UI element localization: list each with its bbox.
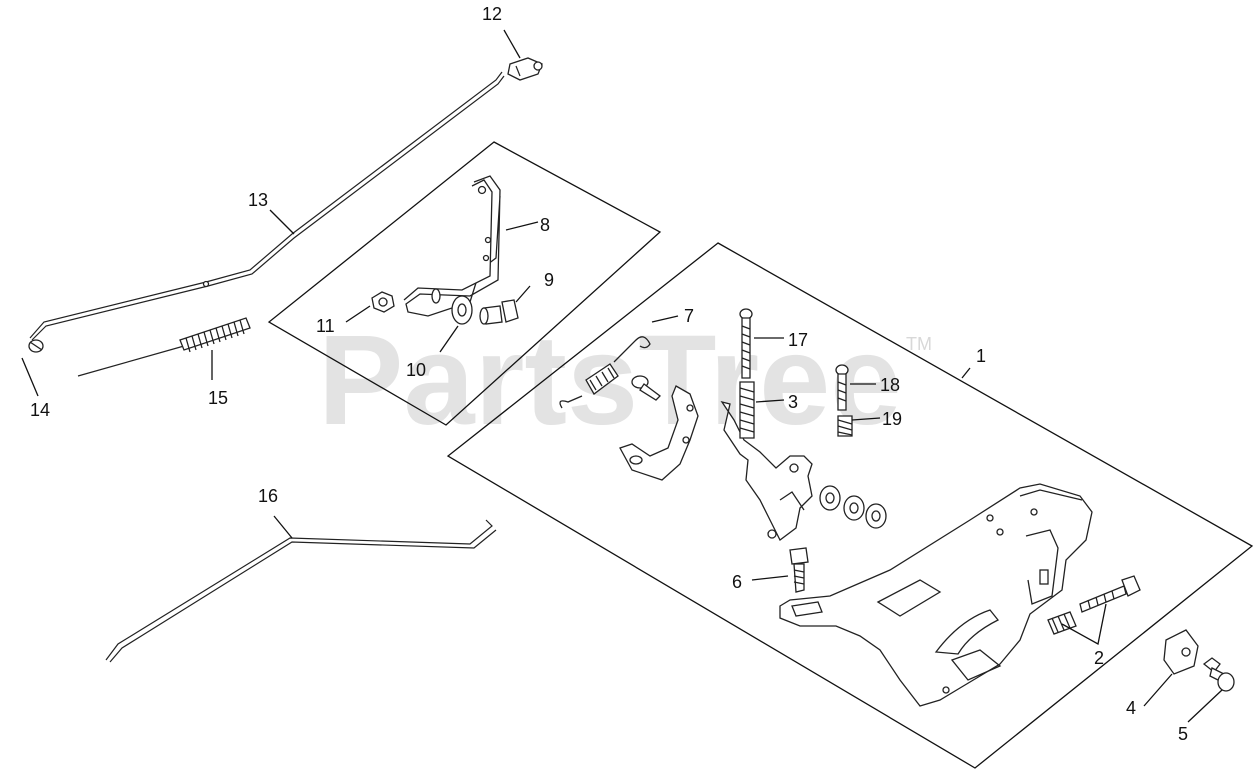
callout-8[interactable]: 8 — [540, 215, 550, 235]
callout-2[interactable]: 2 — [1094, 648, 1104, 668]
part-13-rod[interactable] — [29, 71, 505, 341]
part-4-clip[interactable] — [1163, 629, 1199, 675]
part-9-bolt[interactable] — [479, 299, 519, 325]
part-15-spring[interactable] — [77, 317, 251, 377]
callout-9[interactable]: 9 — [544, 270, 554, 290]
callout-19[interactable]: 19 — [882, 409, 902, 429]
callout-15[interactable]: 15 — [208, 388, 228, 408]
callouts: 12 13 14 15 16 8 9 11 10 7 17 3 18 19 1 … — [30, 4, 1188, 744]
part-12-clip[interactable] — [507, 57, 543, 81]
part-5-bolt[interactable] — [1202, 657, 1235, 692]
part-6-screw[interactable] — [789, 547, 809, 593]
callout-4[interactable]: 4 — [1126, 698, 1136, 718]
callout-6[interactable]: 6 — [732, 572, 742, 592]
part-7-spring[interactable] — [559, 336, 651, 409]
part-11-nut[interactable] — [371, 291, 395, 313]
callout-7[interactable]: 7 — [684, 306, 694, 326]
part-14-clip[interactable] — [28, 339, 44, 353]
part-8-bracket[interactable] — [403, 175, 501, 317]
part-3-lever[interactable] — [720, 400, 813, 541]
leader-lines — [21, 29, 1223, 723]
part-1-base-plate[interactable] — [779, 483, 1093, 707]
callout-13[interactable]: 13 — [248, 190, 268, 210]
part-governor-bracket[interactable] — [619, 375, 699, 481]
part-17-screw[interactable] — [739, 308, 753, 379]
part-10-washer[interactable] — [451, 295, 473, 325]
part-2-spring[interactable] — [1047, 611, 1077, 635]
sub-assembly-box-8 — [267, 141, 662, 426]
callout-16[interactable]: 16 — [258, 486, 278, 506]
callout-14[interactable]: 14 — [30, 400, 50, 420]
assembly-box-1 — [446, 242, 1254, 769]
part-washer-set[interactable] — [819, 485, 887, 529]
part-3-spring[interactable] — [739, 381, 755, 439]
callout-1[interactable]: 1 — [976, 346, 986, 366]
callout-3[interactable]: 3 — [788, 392, 798, 412]
part-19-spring[interactable] — [837, 415, 853, 437]
part-16-rod[interactable] — [105, 519, 497, 663]
part-2-bolt[interactable] — [1079, 575, 1141, 613]
callout-12[interactable]: 12 — [482, 4, 502, 24]
part-18-screw[interactable] — [835, 364, 849, 411]
callout-5[interactable]: 5 — [1178, 724, 1188, 744]
callout-10[interactable]: 10 — [406, 360, 426, 380]
callout-18[interactable]: 18 — [880, 375, 900, 395]
callout-17[interactable]: 17 — [788, 330, 808, 350]
watermark-trademark: TM — [906, 334, 932, 354]
callout-11[interactable]: 11 — [316, 316, 335, 336]
